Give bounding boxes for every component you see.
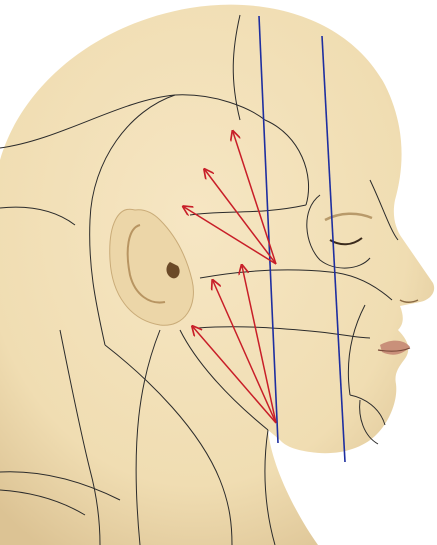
head-illustration: [0, 0, 437, 545]
figure: [0, 0, 437, 545]
